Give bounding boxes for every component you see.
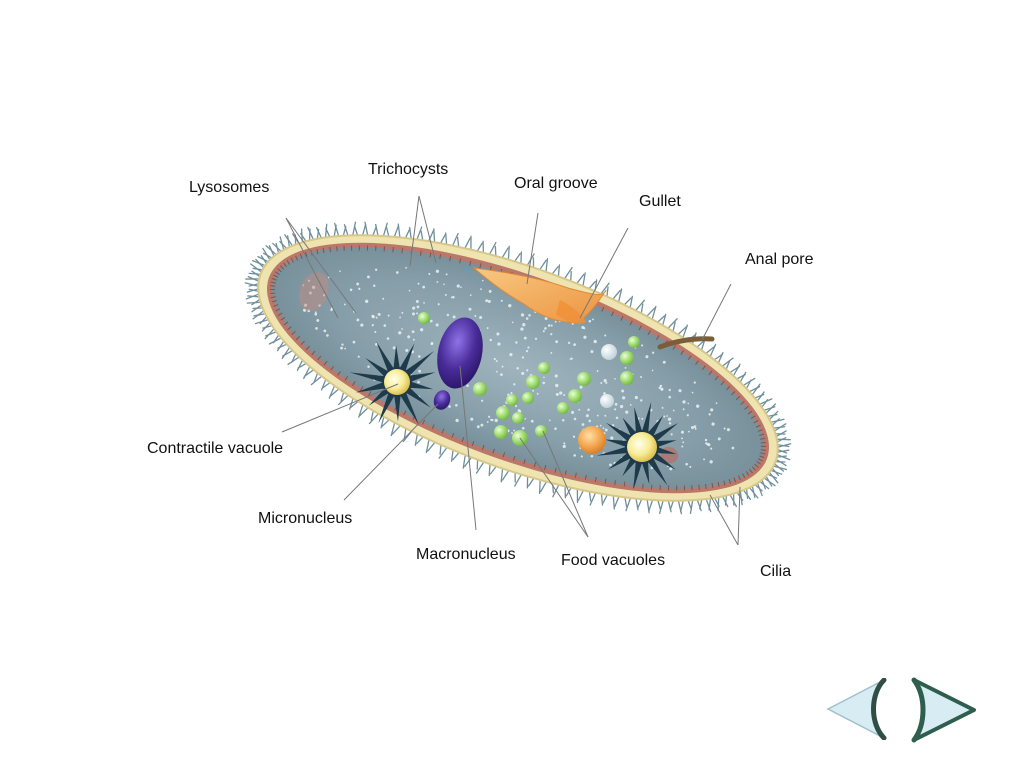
- leader-anal-pore: [701, 283, 732, 341]
- food-vacuole: [473, 382, 487, 396]
- food-vacuole: [522, 392, 534, 404]
- next-arrow-icon: [911, 677, 976, 743]
- food-vacuole: [620, 371, 634, 385]
- leader-micronucleus: [343, 403, 439, 501]
- label-oral-groove: Oral groove: [514, 175, 598, 192]
- label-lysosomes: Lysosomes: [189, 179, 270, 196]
- gullet: [556, 300, 586, 324]
- food-vacuole: [538, 362, 550, 374]
- food-vacuole: [418, 312, 430, 324]
- macronucleus: [437, 317, 483, 389]
- contractile-vacuole: [596, 401, 679, 490]
- prev-arrow-icon: [826, 677, 887, 741]
- food-vacuole: [494, 425, 508, 439]
- label-macronucleus: Macronucleus: [416, 546, 516, 563]
- label-contractile-vacuole: Contractile vacuole: [147, 440, 284, 457]
- food-vacuole: [628, 336, 640, 348]
- leader-lysosomes: [285, 217, 357, 314]
- leader-lines: [281, 195, 741, 546]
- food-vacuoles: [418, 312, 640, 446]
- food-vacuole: [496, 406, 510, 420]
- leader-macronucleus: [459, 365, 477, 531]
- micronucleus: [433, 390, 451, 410]
- leader-cilia: [737, 486, 741, 546]
- food-vacuole: [526, 375, 540, 389]
- white-vacuole: [600, 394, 614, 408]
- label-gullet: Gullet: [639, 193, 681, 210]
- leader-gullet: [579, 227, 629, 319]
- leader-trichocysts: [418, 195, 437, 264]
- white-vacuole: [601, 344, 617, 360]
- label-trichocysts: Trichocysts: [368, 161, 449, 178]
- food-vacuole: [568, 389, 582, 403]
- anal-pore: [657, 336, 715, 350]
- leader-trichocysts: [409, 195, 420, 267]
- next-button[interactable]: [906, 676, 978, 744]
- leader-food-vacuoles: [519, 437, 589, 538]
- food-vacuole: [557, 402, 569, 414]
- food-vacuole: [506, 394, 518, 406]
- label-cilia: Cilia: [760, 563, 792, 580]
- label-micronucleus: Micronucleus: [258, 510, 353, 527]
- label-anal-pore: Anal pore: [745, 251, 814, 268]
- contractile-vacuole: [349, 341, 436, 425]
- food-vacuole: [620, 351, 634, 365]
- label-food-vacuoles: Food vacuoles: [561, 552, 666, 569]
- cilia-fringe: [244, 221, 792, 515]
- food-vacuole: [512, 412, 524, 424]
- food-vacuole: [577, 372, 591, 386]
- orange-vacuole: [578, 426, 606, 454]
- leader-oral-groove: [526, 212, 539, 285]
- leader-contractile-vacuole: [281, 383, 399, 433]
- leader-lysosomes: [285, 217, 339, 319]
- prev-button[interactable]: [826, 677, 890, 741]
- lysosome: [299, 272, 329, 311]
- leader-food-vacuoles: [542, 430, 589, 538]
- leader-cilia: [709, 494, 739, 546]
